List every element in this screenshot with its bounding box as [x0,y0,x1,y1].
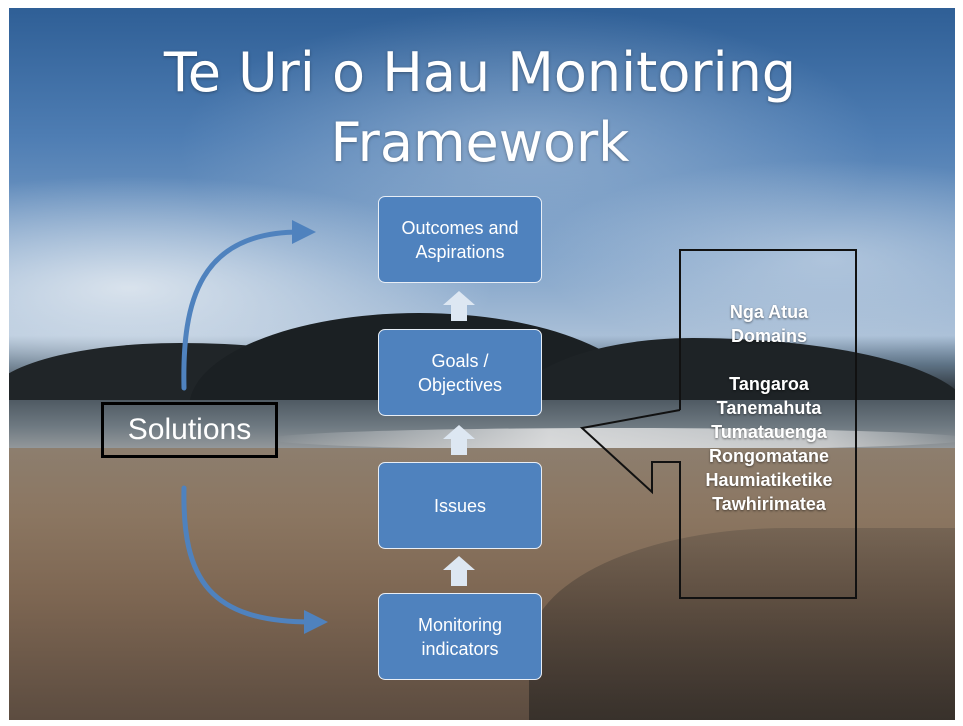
up-arrow-1 [443,291,475,321]
domains-heading-line-1: Nga Atua [729,302,809,322]
step-issues-label: Issues [433,495,487,516]
step-monitoring-indicators: Monitoring indicators [378,593,542,680]
title-line-1: Te Uri o Hau Monitoring [163,41,797,104]
step-issues: Issues [378,462,542,549]
domain-item: Rongomatane [708,446,829,466]
domains-heading: Nga Atua Domains [684,300,854,348]
solutions-box: Solutions [101,402,278,458]
domains-list: Tangaroa Tanemahuta Tumatauenga Rongomat… [684,372,854,516]
curve-arrow-up [181,229,303,391]
curve-arrow-up-head [292,220,316,244]
domains-panel: Nga Atua Domains Tangaroa Tanemahuta Tum… [684,300,854,516]
slide-title: Te Uri o Hau Monitoring Framework [70,38,890,178]
domain-item: Tawhirimatea [712,494,826,514]
domain-item: Tangaroa [729,374,809,394]
up-arrow-2 [443,425,475,455]
surf [269,428,955,450]
step-goals-objectives: Goals / Objectives [378,329,542,416]
domain-item: Tanemahuta [716,398,822,418]
up-arrow-3 [443,556,475,586]
domain-item: Tumatauenga [711,422,827,442]
curve-arrow-down [181,485,315,625]
curve-arrow-down-head [304,610,328,634]
step-monitoring-label: Monitoring indicators [417,614,503,659]
domain-item: Haumiatiketike [705,470,833,490]
title-line-2: Framework [330,111,630,174]
step-outcomes-aspirations: Outcomes and Aspirations [378,196,542,283]
callout-border [579,249,857,599]
step-goals-label: Goals / Objectives [417,350,503,395]
step-outcomes-label: Outcomes and Aspirations [401,217,519,262]
domains-heading-line-2: Domains [730,326,808,346]
beach-background-photo [9,8,955,720]
